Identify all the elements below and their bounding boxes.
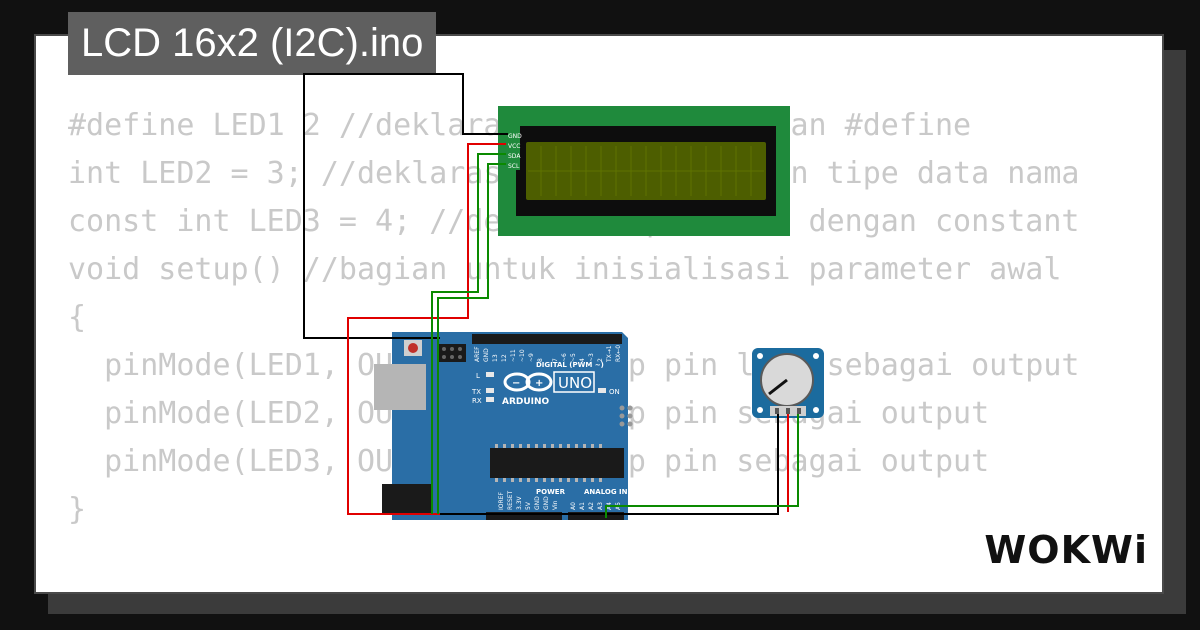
svg-text:−: −	[512, 378, 520, 389]
uno-label: UNO	[558, 374, 592, 392]
power-pin-label: GND	[543, 496, 550, 510]
digital-pin-label: ~6	[561, 353, 568, 362]
digital-header	[472, 334, 622, 344]
analog-pin-label: A0	[570, 502, 577, 510]
power-jack-icon	[382, 484, 432, 514]
digital-pin-label: 4	[579, 358, 586, 362]
wire-scl-lcd	[437, 163, 506, 514]
analog-header	[568, 512, 624, 520]
digital-pin-label: ~5	[570, 353, 577, 362]
digital-pin-label: 13	[492, 354, 499, 362]
wire-sda-lcd	[431, 153, 506, 514]
lcd-pin-vcc: VCC	[508, 143, 520, 150]
power-pin-label: Vin	[552, 500, 559, 510]
digital-pin-label: GND	[483, 348, 490, 362]
lcd-16x2-module[interactable]: GND VCC SDA SCL	[498, 106, 790, 236]
digital-pin-label: ~11	[510, 349, 517, 362]
potentiometer[interactable]	[752, 348, 824, 418]
digital-pin-label: 7	[552, 358, 559, 362]
power-pin-label: IOREF	[498, 492, 505, 510]
code-line: }	[68, 492, 87, 527]
arduino-uno-board[interactable]: DIGITAL (PWM ~) L TX RX − + UNO ARDUINO …	[374, 332, 633, 520]
wire-gnd-lcd	[303, 73, 508, 339]
digital-pin-label: ~10	[519, 349, 526, 362]
code-line: void setup() //bagian untuk inisialisasi…	[68, 252, 1062, 287]
wire-vcc-lcd	[347, 143, 506, 515]
power-header	[486, 512, 562, 520]
analog-pin-label: A2	[588, 502, 595, 510]
analog-in-label: ANALOG IN	[584, 488, 628, 496]
arduino-brand-label: ARDUINO	[502, 397, 550, 407]
code-line: pinMode(LED3, OUTPUT); //setup pin sebag…	[104, 444, 990, 479]
atmega-chip	[490, 448, 624, 478]
lcd-character-grid	[528, 146, 764, 196]
usb-port-icon	[374, 364, 426, 410]
code-line: {	[68, 300, 87, 335]
digital-pin-label: TX→1	[606, 345, 613, 363]
digital-pin-label: ~9	[528, 353, 535, 362]
digital-pin-label: 12	[501, 354, 508, 362]
led-tx-label: TX	[471, 388, 481, 396]
power-pin-label: GND	[534, 496, 541, 510]
on-led-label: ON	[609, 388, 620, 396]
digital-pin-label: ~3	[588, 353, 595, 362]
digital-pin-label: AREF	[474, 346, 481, 362]
svg-text:+: +	[535, 378, 543, 389]
power-label: POWER	[536, 488, 566, 496]
power-pin-label: RESET	[507, 490, 514, 510]
wire-pot-signal	[605, 414, 799, 518]
digital-pin-label: RX←0	[615, 345, 622, 362]
led-rx-label: RX	[472, 397, 482, 405]
wires	[303, 73, 799, 518]
led-l-label: L	[476, 372, 480, 380]
digital-pin-label: 8	[537, 358, 544, 362]
power-pin-label: 5V	[525, 501, 532, 510]
digital-pins-label: DIGITAL (PWM ~)	[536, 361, 604, 369]
power-pin-label: 3.3V	[516, 495, 523, 510]
analog-pin-label: A1	[579, 502, 586, 510]
lcd-pin-sda: SDA	[508, 153, 521, 160]
potentiometer-knob-icon[interactable]	[760, 353, 814, 407]
wokwi-logo: WOKWi	[984, 528, 1148, 572]
digital-pin-label: 2	[597, 358, 604, 362]
wire-pot-gnd	[440, 414, 779, 515]
project-title[interactable]: LCD 16x2 (I2C).ino	[68, 12, 437, 75]
lcd-pin-gnd: GND	[508, 133, 522, 140]
arduino-infinity-logo-icon	[503, 372, 553, 392]
analog-pin-label: A3	[597, 502, 604, 510]
lcd-pin-scl: SCL	[508, 163, 520, 170]
